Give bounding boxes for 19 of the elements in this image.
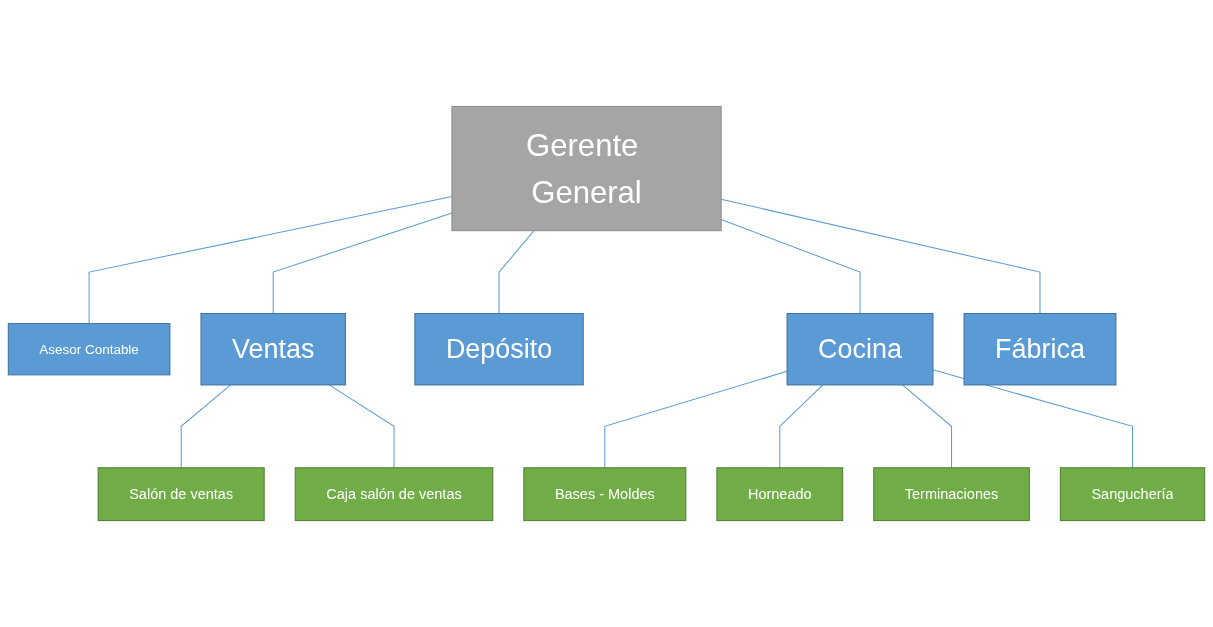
node-box: Gerente General	[451, 105, 722, 232]
node-box: Asesor Contable	[7, 323, 171, 376]
connector	[498, 230, 535, 314]
node-box: Bases - Moldes	[523, 467, 687, 522]
node-box: Depósito	[414, 313, 584, 386]
connector	[328, 384, 395, 469]
node-box: Terminaciones	[873, 467, 1030, 522]
connector	[180, 384, 232, 469]
connector	[604, 370, 788, 469]
node-box: Ventas	[200, 313, 346, 386]
node-box: Salón de ventas	[97, 467, 265, 522]
node-box: Horneado	[716, 467, 844, 522]
connector	[779, 384, 824, 469]
connector	[901, 384, 953, 469]
node-box: Cocina	[786, 313, 934, 386]
connector	[932, 369, 1134, 469]
node-box: Caja salón de ventas	[294, 467, 494, 522]
node-box: Sanguchería	[1059, 467, 1206, 522]
node-box: Fábrica	[963, 313, 1117, 386]
